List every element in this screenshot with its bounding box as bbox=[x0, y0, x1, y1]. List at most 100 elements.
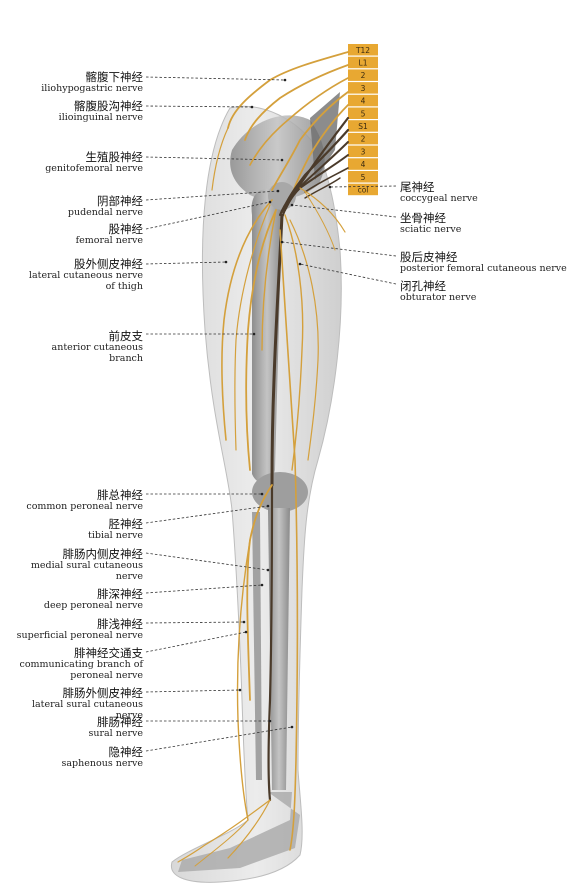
label-zh: 腓总神经 bbox=[97, 488, 143, 502]
spinal-segment-label: S1 bbox=[358, 122, 368, 131]
spinal-segment-label: 2 bbox=[361, 71, 366, 80]
label-zh: 前皮支 bbox=[108, 329, 144, 343]
spinal-segment-box bbox=[348, 94, 378, 107]
label-zh: 隐神经 bbox=[108, 745, 144, 759]
leader-dot bbox=[276, 189, 280, 193]
leader-iliohypogastric bbox=[145, 76, 286, 81]
leader-superficial-peroneal bbox=[145, 621, 245, 624]
foot-bones bbox=[178, 792, 300, 872]
leader-dot bbox=[280, 158, 284, 162]
label-zh: 股外侧皮神经 bbox=[74, 257, 143, 271]
leader-dot bbox=[252, 332, 256, 336]
nerve-network bbox=[177, 51, 350, 867]
leader-dot bbox=[266, 504, 270, 508]
spinal-segment-box bbox=[348, 82, 378, 94]
label-zh: 腓神经交通支 bbox=[74, 646, 143, 660]
label-en: iliohypogastric nerve bbox=[41, 83, 143, 94]
spinal-segment-box bbox=[348, 69, 378, 81]
label-zh: 股神经 bbox=[108, 222, 144, 236]
leader-posterior-femoral-cutaneous bbox=[281, 241, 397, 257]
leader-dot bbox=[242, 620, 246, 624]
label-zh: 腓肠外侧皮神经 bbox=[62, 686, 144, 700]
spinal-segment-label: L1 bbox=[359, 59, 368, 68]
leader-dot bbox=[238, 688, 242, 692]
label-en: obturator nerve bbox=[400, 292, 477, 303]
label-en: sural nerve bbox=[88, 728, 143, 739]
label-zh: 尾神经 bbox=[400, 180, 435, 194]
label-zh: 腓肠内侧皮神经 bbox=[62, 547, 144, 561]
leader-pudendal bbox=[145, 190, 279, 201]
leader-lines bbox=[145, 76, 397, 752]
spinal-segment-label: 5 bbox=[361, 173, 366, 182]
leader-dot bbox=[290, 203, 294, 207]
label-en: pudendal nerve bbox=[67, 207, 143, 218]
leader-lateral-sural bbox=[145, 689, 241, 693]
spinal-segment-label: T12 bbox=[355, 46, 370, 55]
label-zh: 腓浅神经 bbox=[97, 617, 143, 631]
label-en: medial sural cutaneous nerve bbox=[30, 560, 143, 582]
leader-coccygeal bbox=[329, 185, 397, 188]
leader-genitofemoral bbox=[145, 156, 283, 161]
label-en: femoral nerve bbox=[75, 235, 143, 246]
leader-obturator bbox=[299, 263, 397, 285]
spinal-segment-box bbox=[348, 171, 378, 183]
label-zh: 腓深神经 bbox=[97, 587, 143, 601]
spinal-segment-box bbox=[348, 158, 378, 170]
leader-dot bbox=[290, 725, 294, 729]
leader-communicating-peroneal bbox=[145, 631, 247, 653]
leader-dot bbox=[283, 78, 287, 82]
spinal-segment-label: 4 bbox=[361, 97, 366, 106]
leader-dot bbox=[224, 260, 228, 264]
leader-sciatic bbox=[291, 204, 397, 218]
label-en: superficial peroneal nerve bbox=[16, 630, 143, 641]
spinal-segment-label: col bbox=[358, 186, 369, 195]
knee-joint bbox=[252, 472, 308, 512]
label-en: genitofemoral nerve bbox=[45, 163, 143, 174]
label-en: lateral sural cutaneous nerve bbox=[31, 699, 143, 721]
label-zh: 生殖股神经 bbox=[85, 150, 144, 164]
leader-dot bbox=[268, 719, 272, 723]
leader-dot bbox=[266, 568, 270, 572]
label-en: ilioinguinal nerve bbox=[58, 112, 143, 123]
leader-dot bbox=[250, 105, 254, 109]
fibula-bone bbox=[252, 512, 262, 780]
label-en: saphenous nerve bbox=[61, 758, 143, 769]
label-en: sciatic nerve bbox=[400, 224, 462, 235]
label-zh: 胫神经 bbox=[108, 517, 144, 531]
spinal-segment-box bbox=[348, 183, 378, 196]
label-en: deep peroneal nerve bbox=[43, 600, 143, 611]
spinal-segment-label: 2 bbox=[361, 135, 366, 144]
label-en: coccygeal nerve bbox=[400, 193, 478, 204]
label-zh: 髂腹股沟神经 bbox=[74, 99, 143, 113]
label-zh: 股后皮神经 bbox=[400, 250, 458, 264]
label-zh: 腓肠神经 bbox=[97, 715, 143, 729]
label-zh: 阴部神经 bbox=[97, 194, 143, 208]
label-en: communicating branch of peroneal nerve bbox=[19, 659, 144, 681]
spinal-segment-box bbox=[348, 120, 378, 132]
spinal-segment-label: 3 bbox=[361, 84, 366, 93]
leader-dot bbox=[328, 185, 332, 189]
leader-dot bbox=[280, 240, 284, 244]
spinal-segment-box bbox=[348, 44, 378, 56]
leader-dot bbox=[260, 583, 264, 587]
label-en: posterior femoral cutaneous nerve bbox=[400, 263, 567, 274]
spinal-segment-label: 3 bbox=[361, 147, 366, 156]
label-zh: 闭孔神经 bbox=[400, 279, 446, 293]
